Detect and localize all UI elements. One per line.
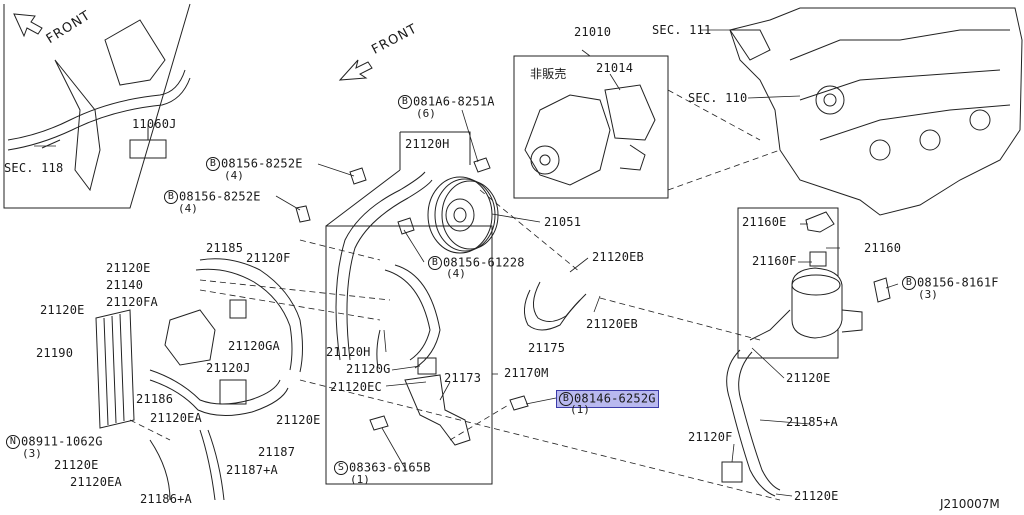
part-21186a[interactable]: 21186+A [140, 492, 192, 506]
part-21120e-d[interactable]: 21120E [54, 458, 99, 472]
part-21120ga[interactable]: 21120GA [228, 339, 280, 353]
inset-frame [3, 3, 191, 209]
front-arrow-left-icon [13, 13, 43, 38]
part-21120eb-top[interactable]: 21120EB [592, 250, 644, 264]
bolt-number: 08911-1062G [21, 434, 103, 449]
bolt-qty: (6) [416, 107, 436, 120]
part-21120fa[interactable]: 21120FA [106, 295, 158, 309]
bolt-qty: (1) [350, 473, 370, 486]
bolt-prefix-b: B [206, 157, 220, 171]
bolt-prefix-b: B [559, 392, 573, 406]
part-21185[interactable]: 21185 [206, 241, 244, 255]
bolt-number: 08363-6165B [349, 460, 431, 475]
pulley-icon [427, 176, 499, 254]
part-21120j[interactable]: 21120J [206, 361, 251, 375]
bolt-qty: (4) [178, 202, 198, 215]
bolt-qty: (4) [224, 169, 244, 182]
bolt-number: 08156-8252E [221, 156, 303, 171]
sec-118-label: SEC. 118 [4, 161, 64, 175]
bolt-qty: (1) [570, 403, 590, 416]
engine-block-icon [729, 7, 1023, 216]
pump-group-frame [513, 55, 669, 199]
part-21175[interactable]: 21175 [528, 341, 566, 355]
part-21120h-mid[interactable]: 21120H [326, 345, 371, 359]
part-21120e-b[interactable]: 21120E [40, 303, 85, 317]
bolt-number: 08156-8161F [917, 275, 999, 290]
bolt-prefix-b: B [902, 276, 916, 290]
part-21185a[interactable]: 21185+A [786, 415, 838, 429]
fuel-filter-bracket [129, 139, 167, 159]
sec-111-label: SEC. 111 [652, 23, 712, 37]
part-21010[interactable]: 21010 [574, 25, 612, 39]
part-21120ec[interactable]: 21120EC [330, 380, 382, 394]
not-sold-label: 非販売 [530, 67, 567, 81]
bolt-prefix-n: N [6, 435, 20, 449]
part-21120h-top[interactable]: 21120H [405, 137, 450, 151]
reservoir-label-frame [400, 131, 471, 165]
bolt-number: 08156-8252E [179, 189, 261, 204]
part-21186[interactable]: 21186 [136, 392, 174, 406]
part-21014[interactable]: 21014 [596, 61, 634, 75]
bolt-number: 081A6-8251A [413, 94, 495, 109]
part-21120e-c[interactable]: 21120E [276, 413, 321, 427]
part-21173[interactable]: 21173 [444, 371, 482, 385]
pressure-hose [335, 171, 426, 361]
part-21120e-e[interactable]: 21120E [786, 371, 831, 385]
part-21160f[interactable]: 21160F [752, 254, 797, 268]
part-21190[interactable]: 21190 [36, 346, 74, 360]
part-21120eb-bottom[interactable]: 21120EB [586, 317, 638, 331]
bolt-prefix-b: B [428, 256, 442, 270]
part-21120f-top[interactable]: 21120F [246, 251, 291, 265]
bolt-qty: (3) [22, 447, 42, 460]
bolt-number: 08146-6252G [574, 391, 656, 406]
part-21160[interactable]: 21160 [864, 241, 902, 255]
bracket-21173 [404, 374, 471, 446]
part-21120e-f[interactable]: 21120E [794, 489, 839, 503]
power-steering-pump-icon [524, 84, 656, 186]
diagram-code: J210007M [940, 497, 1000, 511]
bolt-prefix-b: B [164, 190, 178, 204]
bolt-number: 08156-61228 [443, 255, 525, 270]
part-21187[interactable]: 21187 [258, 445, 296, 459]
part-21187a[interactable]: 21187+A [226, 463, 278, 477]
part-21170m[interactable]: 21170M [504, 366, 549, 380]
oil-cooler-icon [95, 309, 135, 429]
part-21120e-a[interactable]: 21120E [106, 261, 151, 275]
return-hose-21185 [199, 258, 303, 373]
bolt-prefix-s: S [334, 461, 348, 475]
part-11060j[interactable]: 11060J [132, 117, 177, 131]
part-21051[interactable]: 21051 [544, 215, 582, 229]
sec-110-label: SEC. 110 [688, 91, 748, 105]
reservoir-tank-icon [749, 211, 863, 341]
part-21120g[interactable]: 21120G [346, 362, 391, 376]
front-arrow-center-icon [338, 59, 373, 81]
valve-assembly-icon [164, 309, 216, 366]
inset-pipe [7, 69, 186, 141]
part-21160e[interactable]: 21160E [742, 215, 787, 229]
return-hose-21185a [726, 349, 776, 497]
part-21120ea-b[interactable]: 21120EA [70, 475, 122, 489]
part-21120f-bottom[interactable]: 21120F [688, 430, 733, 444]
bolt-qty: (3) [918, 288, 938, 301]
bolt-qty: (4) [446, 267, 466, 280]
part-21120ea-a[interactable]: 21120EA [150, 411, 202, 425]
part-21140[interactable]: 21140 [106, 278, 144, 292]
central-group-frame [325, 225, 493, 485]
bolt-prefix-b: B [398, 95, 412, 109]
